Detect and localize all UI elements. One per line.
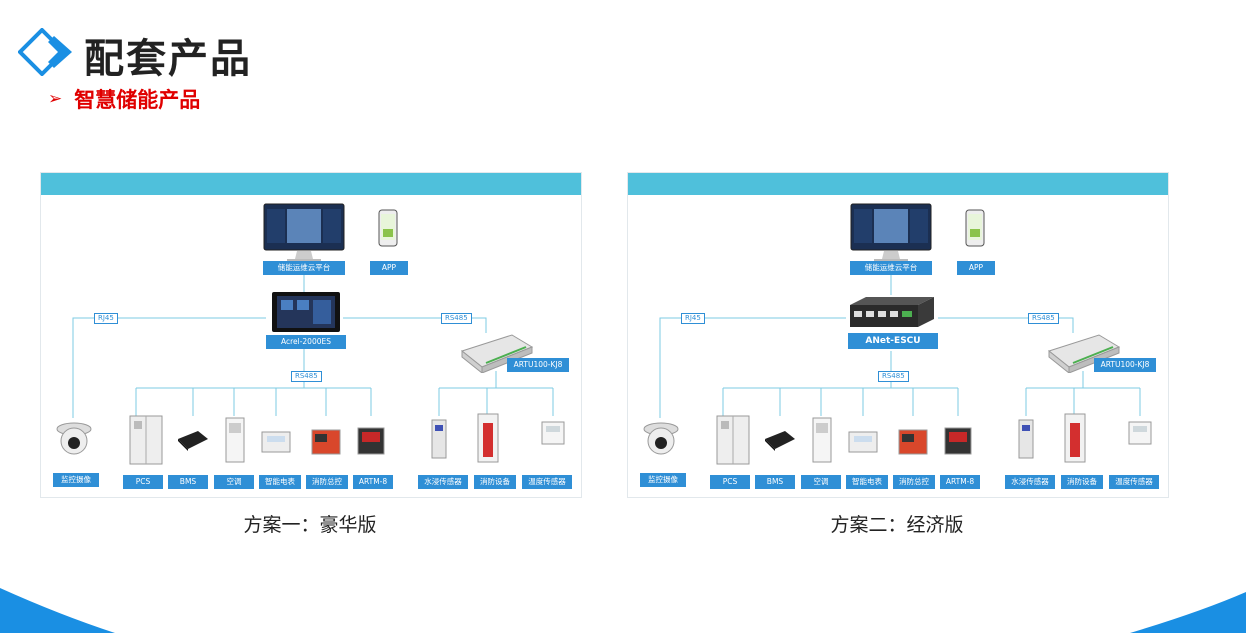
link-label-rs485-bus: RS485 [878, 371, 909, 382]
bms-device-icon [176, 429, 210, 451]
device-label-ac: 空调 [801, 475, 841, 489]
scheme-diagram-1: 储能运维云平台 APP Acrel-2000ES RJ45 RS485 RS48… [40, 172, 582, 498]
camera-icon [642, 421, 680, 457]
link-label-rj45: RJ45 [94, 313, 118, 324]
controller-panel-icon [271, 291, 341, 333]
device-label-fire-control: 消防总控 [306, 475, 348, 489]
link-label-rs485-right: RS485 [441, 313, 472, 324]
platform-label: 储能运维云平台 [850, 261, 932, 275]
controller-label: ANet-ESCU [848, 333, 938, 349]
subtitle-text: 智慧储能产品 [74, 88, 201, 112]
device-label-bms: BMS [168, 475, 208, 489]
remote-module-label: ARTU100-KJ8 [1094, 358, 1156, 372]
smart-meter-icon [848, 431, 878, 453]
remote-module-label: ARTU100-KJ8 [507, 358, 569, 372]
link-label-rs485-bus: RS485 [291, 371, 322, 382]
scheme-caption-2: 方案二：经济版 [830, 514, 964, 536]
controller-label: Acrel-2000ES [266, 335, 346, 349]
device-label-meter: 智能电表 [846, 475, 888, 489]
bottom-wave-decoration [0, 588, 1246, 633]
fire-control-panel-icon [311, 429, 341, 455]
camera-icon [55, 421, 93, 457]
device-label-pcs: PCS [710, 475, 750, 489]
air-conditioner-icon [812, 417, 832, 463]
air-conditioner-icon [225, 417, 245, 463]
device-label-artm8: ARTM-8 [353, 475, 393, 489]
app-phone-icon [965, 209, 985, 247]
app-label: APP [957, 261, 995, 275]
fire-extinguisher-icon [477, 413, 499, 463]
scheme-diagram-2: 储能运维云平台 APP ANet-ESCU RJ45 RS485 RS485 A… [627, 172, 1169, 498]
device-label-pcs: PCS [123, 475, 163, 489]
bms-device-icon [763, 429, 797, 451]
page-title: 配套产品 [84, 36, 252, 82]
water-leak-sensor-icon [1018, 419, 1034, 459]
pcs-cabinet-icon [716, 415, 750, 465]
device-label-water-sensor: 水浸传感器 [1005, 475, 1055, 489]
device-label-camera: 监控摄像 [53, 473, 99, 487]
water-leak-sensor-icon [431, 419, 447, 459]
device-label-bms: BMS [755, 475, 795, 489]
fire-control-panel-icon [898, 429, 928, 455]
device-label-artm8: ARTM-8 [940, 475, 980, 489]
device-label-fire-equipment: 消防设备 [1061, 475, 1103, 489]
artm8-device-icon [944, 427, 972, 455]
device-label-camera: 监控摄像 [640, 473, 686, 487]
device-label-fire-control: 消防总控 [893, 475, 935, 489]
device-label-water-sensor: 水浸传感器 [418, 475, 468, 489]
artm8-device-icon [357, 427, 385, 455]
gateway-box-icon [846, 295, 938, 329]
section-subtitle: ➢ 智慧储能产品 [48, 84, 200, 114]
scheme-caption-1: 方案一：豪华版 [243, 514, 377, 536]
fire-extinguisher-icon [1064, 413, 1086, 463]
device-label-fire-equipment: 消防设备 [474, 475, 516, 489]
panel-header-bar [628, 173, 1168, 195]
connection-lines [72, 275, 554, 418]
pcs-cabinet-icon [129, 415, 163, 465]
connection-lines [659, 275, 1141, 418]
link-label-rj45: RJ45 [681, 313, 705, 324]
temperature-sensor-icon [541, 421, 565, 445]
platform-monitor-icon [263, 203, 345, 265]
device-label-temp-sensor: 温度传感器 [522, 475, 572, 489]
smart-meter-icon [261, 431, 291, 453]
platform-monitor-icon [850, 203, 932, 265]
arrow-bullet-icon: ➢ [48, 89, 63, 109]
device-label-ac: 空调 [214, 475, 254, 489]
device-label-temp-sensor: 温度传感器 [1109, 475, 1159, 489]
app-label: APP [370, 261, 408, 275]
device-label-meter: 智能电表 [259, 475, 301, 489]
app-phone-icon [378, 209, 398, 247]
diamond-logo-icon [18, 28, 72, 76]
platform-label: 储能运维云平台 [263, 261, 345, 275]
temperature-sensor-icon [1128, 421, 1152, 445]
panel-header-bar [41, 173, 581, 195]
link-label-rs485-right: RS485 [1028, 313, 1059, 324]
